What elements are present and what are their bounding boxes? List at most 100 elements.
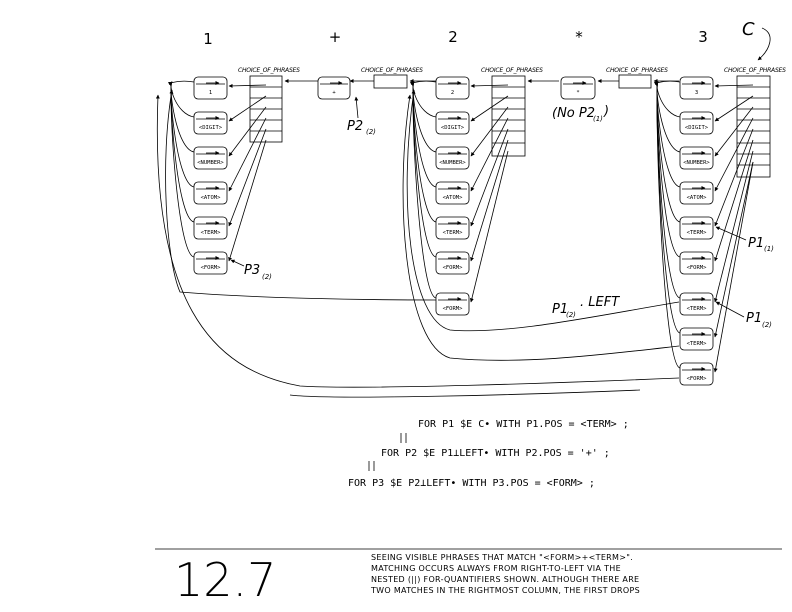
figure-number: 12.7	[174, 553, 276, 607]
back-pointer	[167, 81, 195, 188]
choice-pointer	[228, 95, 267, 122]
choice-pointer	[470, 139, 509, 262]
choice-pointer	[228, 117, 267, 192]
choice-header-op1: CHOICE_OF_PHRASES	[361, 67, 423, 74]
phrase-node: 1	[193, 76, 228, 100]
phrase-node-label: <NUMBER>	[439, 160, 466, 166]
choice-pointer	[713, 161, 754, 373]
phrase-node-label: <DIGIT>	[441, 125, 465, 131]
phrase-node-label: <FORM>	[201, 265, 222, 271]
phrase-node: <FORM>	[679, 251, 714, 275]
phrase-node: <TERM>	[679, 327, 714, 351]
phrase-node-label: <TERM>	[443, 230, 464, 236]
phrase-node-label: <FORM>	[687, 376, 708, 382]
token-1: 1	[203, 30, 213, 48]
svg-text:(1): (1)	[764, 245, 774, 253]
phrase-node-label: 3	[695, 90, 698, 96]
c-label: C	[742, 19, 755, 40]
back-pointer	[653, 81, 681, 118]
phrase-node-label: 1	[209, 90, 212, 96]
phrase-node: <ATOM>	[193, 181, 228, 205]
choice-pointer	[713, 150, 754, 303]
caption-line-2: MATCHING OCCURS ALWAYS FROM RIGHT-TO-LEF…	[371, 564, 621, 573]
annotation-p1-second: P1 (2)	[715, 301, 772, 329]
choice-header-col1: CHOICE_OF_PHRASES	[238, 67, 300, 74]
phrase-node-label: <ATOM>	[443, 195, 464, 201]
phrase-node-label: <TERM>	[201, 230, 222, 236]
phrase-node: <DIGIT>	[679, 111, 714, 135]
back-pointer	[167, 81, 195, 153]
choice-pointer	[469, 150, 509, 303]
back-pointer	[409, 81, 437, 223]
phrase-node: <ATOM>	[679, 181, 714, 205]
token-star: *	[575, 28, 583, 46]
phrase-node: 2	[435, 76, 470, 100]
choice-pointer	[228, 128, 267, 227]
caption-line-1: SEEING VISIBLE PHRASES THAT MATCH "<FORM…	[371, 553, 633, 562]
annotation-p3: P3 (2)	[230, 259, 272, 281]
phrase-node-label: <FORM>	[443, 306, 464, 312]
phrase-node: <TERM>	[679, 216, 714, 240]
svg-text:(2): (2)	[262, 273, 272, 281]
phrase-column-3: 3 <DIGIT> <NUMBER> <ATOM> <TERM> <FORM> <TERM>…	[653, 76, 754, 386]
phrase-node-label: <ATOM>	[201, 195, 222, 201]
phrase-node: <TERM>	[679, 292, 714, 316]
phrase-node: <FORM>	[679, 362, 714, 386]
phrase-node: <NUMBER>	[679, 146, 714, 170]
caption-line-4: TWO MATCHES IN THE RIGHTMOST COLUMN, THE…	[370, 586, 640, 595]
back-pointer	[167, 80, 195, 86]
code-line-2: FOR P2 $E P1⊥LEFT• WITH P2.POS = '+' ;	[381, 448, 610, 459]
op-node-plus-label: +	[332, 90, 336, 96]
c-pointer-arrow	[757, 27, 771, 61]
phrase-node: <TERM>	[193, 216, 228, 240]
back-pointer	[409, 81, 437, 188]
phrase-node-label: <DIGIT>	[199, 125, 223, 131]
phrase-node: <FORM>	[435, 292, 470, 316]
back-pointer	[409, 81, 437, 153]
token-2: 2	[448, 28, 458, 46]
phrase-node-label: <DIGIT>	[685, 125, 709, 131]
phrase-column-1: 1 <DIGIT> <NUMBER> <ATOM> <TERM> <FORM>	[167, 76, 267, 275]
caption: SEEING VISIBLE PHRASES THAT MATCH "<FORM…	[370, 553, 640, 595]
phrase-node-label: <NUMBER>	[683, 160, 710, 166]
choice-header-col2: CHOICE_OF_PHRASES	[481, 67, 543, 74]
choice-array-col3	[736, 75, 771, 178]
svg-text:P1: P1	[552, 302, 568, 317]
svg-text:(2): (2)	[566, 311, 576, 319]
choice-pointer	[470, 128, 509, 227]
choice-pointer	[714, 106, 754, 157]
svg-text:P1: P1	[748, 236, 764, 251]
svg-text:P3: P3	[244, 263, 260, 278]
annotation-p1-first: P1 (1)	[715, 226, 774, 253]
phrase-node-label: <TERM>	[687, 230, 708, 236]
choice-pointer	[228, 106, 267, 157]
annotation-p2: P2 (2)	[347, 96, 376, 136]
svg-text:P2: P2	[347, 119, 363, 134]
phrase-node-label: <ATOM>	[687, 195, 708, 201]
code-line-3: FOR P3 $E P2⊥LEFT• WITH P3.POS = <FORM> …	[348, 478, 595, 489]
back-pointer	[167, 81, 195, 118]
back-pointer	[653, 81, 681, 153]
phrase-node-label: <FORM>	[687, 265, 708, 271]
code-block: FOR P1 $E C• WITH P1.POS = <TERM> ; FOR …	[348, 419, 629, 489]
token-plus: +	[329, 28, 342, 46]
phrase-node-label: <NUMBER>	[197, 160, 224, 166]
phrase-node: <TERM>	[435, 216, 470, 240]
phrase-node: <FORM>	[193, 251, 228, 275]
back-pointer	[167, 81, 195, 223]
phrase-column-2: 2 <DIGIT> <NUMBER> <ATOM> <TERM> <FORM> <FORM>	[409, 76, 509, 316]
back-pointer	[653, 81, 681, 369]
phrase-node-label: 2	[451, 90, 454, 96]
phrase-node: <DIGIT>	[435, 111, 470, 135]
phrase-node-label: <TERM>	[687, 306, 708, 312]
choice-pointer	[470, 83, 509, 88]
svg-text:(2): (2)	[366, 128, 376, 136]
op-node-plus: +	[317, 76, 351, 100]
op-node-star-label: *	[576, 90, 579, 96]
svg-text:(No P2: (No P2	[552, 106, 595, 121]
match-arcs	[155, 89, 680, 398]
choice-pointer	[714, 128, 754, 227]
phrase-node-label: <TERM>	[687, 341, 708, 347]
phrase-node-label: <FORM>	[443, 265, 464, 271]
